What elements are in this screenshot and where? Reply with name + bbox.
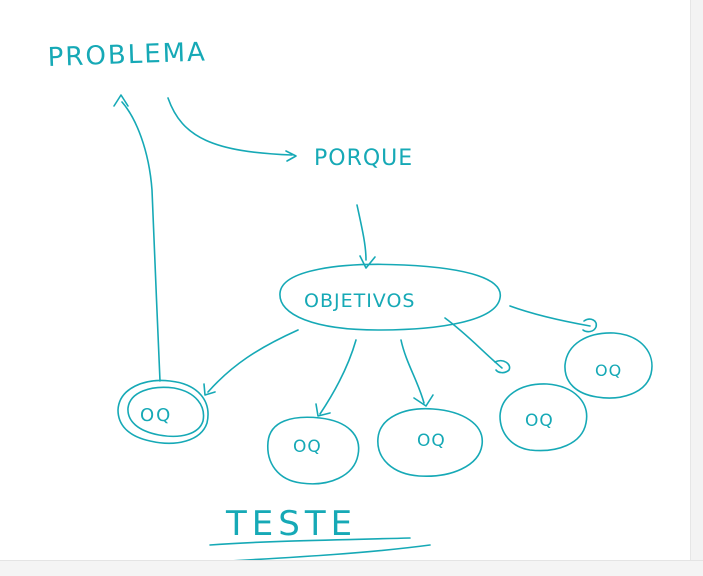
sketch-diagram: PROBLEMA PORQUE OBJETIVOS OQ OQ	[47, 37, 653, 560]
test-underline-secondary	[233, 544, 431, 560]
right-scrollbar-track[interactable]	[690, 0, 703, 560]
test-underline	[209, 537, 411, 546]
child-node-center-left	[267, 416, 360, 485]
child-node-center	[377, 407, 483, 477]
why-to-objectives-arrow	[356, 204, 367, 261]
child-node-right-lower-label: OQ	[525, 411, 554, 431]
objectives-label: OBJETIVOS	[304, 290, 416, 312]
whiteboard-canvas[interactable]: PROBLEMA PORQUE OBJETIVOS OQ OQ	[0, 0, 690, 560]
branch-right-lower-loop	[494, 359, 511, 374]
why-label: PORQUE	[314, 146, 413, 171]
branch-center-left	[319, 339, 357, 415]
problem-to-why-arrow	[167, 97, 293, 156]
objectives-ellipse	[279, 263, 501, 331]
child-node-left-label: OQ	[140, 405, 172, 426]
return-to-problem-arrowhead	[113, 94, 129, 107]
branch-center-arrowhead	[413, 394, 434, 407]
child-node-right-upper	[564, 332, 653, 399]
branch-left	[207, 329, 299, 393]
child-node-right-upper-label: OQ	[595, 361, 622, 380]
branch-left-arrowhead	[203, 383, 216, 396]
child-node-right-lower	[499, 383, 588, 452]
test-label: TESTE	[225, 504, 357, 544]
branch-center	[400, 339, 425, 404]
branch-right-upper-loop	[582, 318, 598, 333]
problem-label: PROBLEMA	[47, 37, 207, 73]
return-to-problem-arrow	[121, 101, 161, 382]
why-to-objectives-arrowhead	[359, 255, 376, 269]
problem-to-why-arrowhead	[285, 150, 297, 162]
branch-center-left-arrowhead	[315, 403, 331, 417]
child-node-left-outer	[117, 379, 209, 445]
child-node-left-inner	[127, 386, 205, 438]
bottom-scrollbar-area[interactable]	[0, 560, 703, 576]
branch-right-lower	[444, 317, 503, 369]
child-node-center-left-label: OQ	[293, 437, 322, 457]
child-node-center-label: OQ	[417, 431, 446, 451]
branch-right-upper	[509, 305, 591, 327]
